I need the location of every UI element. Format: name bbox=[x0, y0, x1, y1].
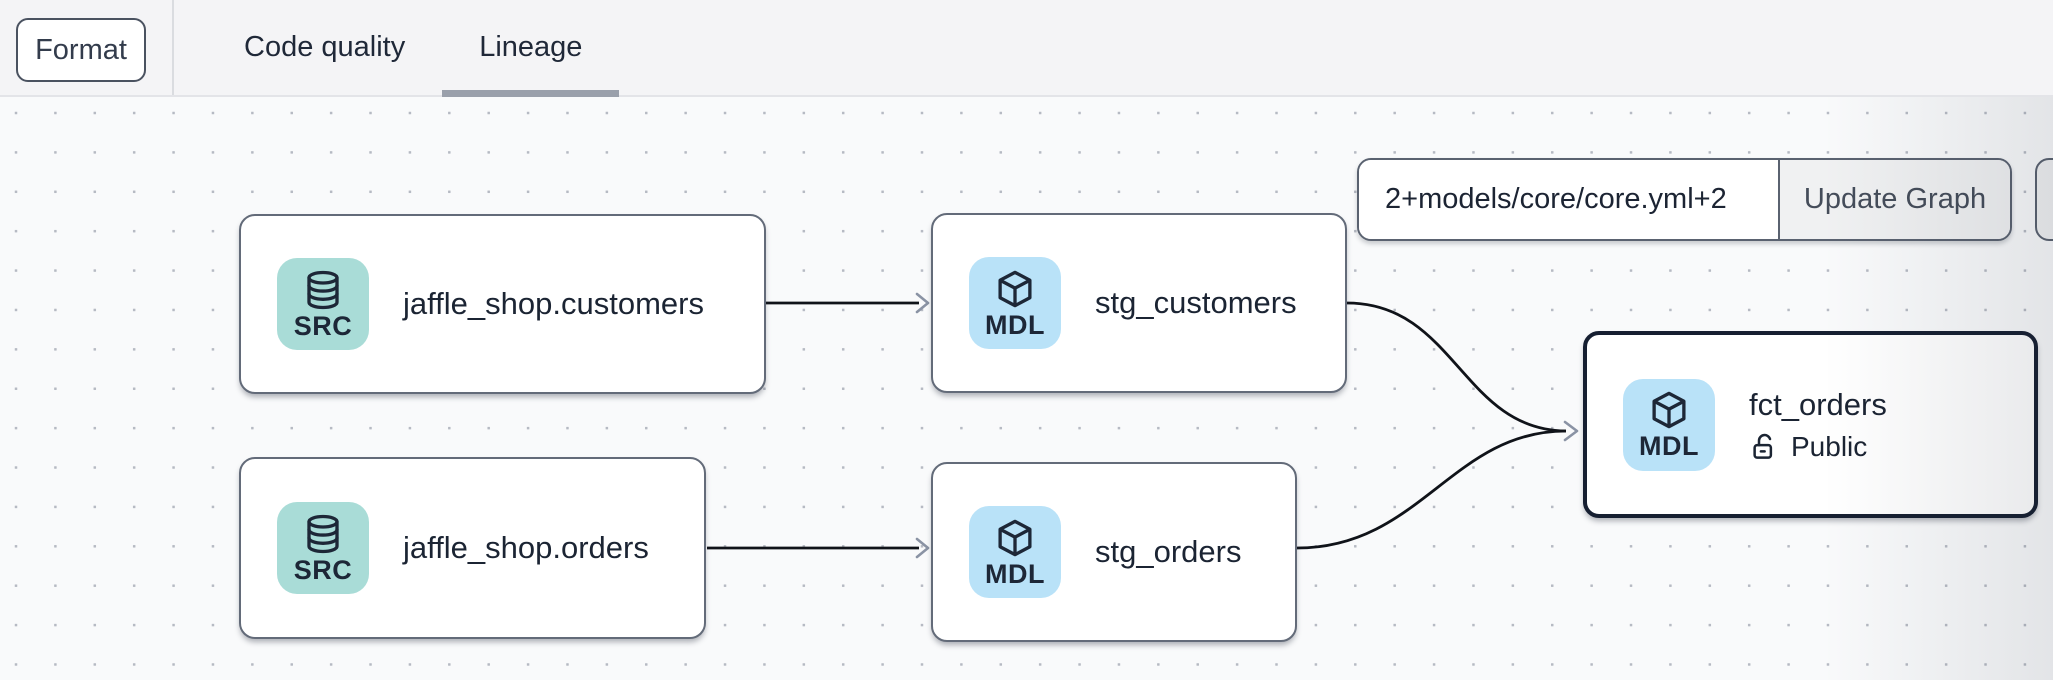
arrowhead-icon bbox=[1563, 420, 1579, 442]
lineage-node-jaffle-shop-customers[interactable]: SRC jaffle_shop.customers bbox=[239, 214, 766, 394]
lineage-canvas[interactable]: SRC jaffle_shop.customers MDL stg_custom… bbox=[0, 97, 2053, 680]
node-label: fct_orders bbox=[1749, 386, 1887, 422]
badge-label: MDL bbox=[985, 558, 1045, 589]
node-label: stg_customers bbox=[1095, 285, 1297, 320]
cube-icon bbox=[998, 519, 1032, 556]
partial-control[interactable] bbox=[2035, 158, 2053, 241]
model-badge: MDL bbox=[969, 257, 1061, 349]
lock-open-icon bbox=[1753, 433, 1773, 459]
lineage-node-stg-customers[interactable]: MDL stg_customers bbox=[931, 213, 1347, 393]
tab-bar: Code quality Lineage bbox=[207, 0, 620, 97]
lineage-node-jaffle-shop-orders[interactable]: SRC jaffle_shop.orders bbox=[239, 457, 706, 639]
edge-stg-orders-to-fct bbox=[1296, 429, 1567, 550]
edge-stg-customers-to-fct bbox=[1346, 301, 1567, 433]
node-label: jaffle_shop.customers bbox=[403, 286, 704, 321]
node-text: fct_orders Public bbox=[1749, 387, 1887, 463]
node-label: jaffle_shop.orders bbox=[403, 530, 649, 565]
lineage-node-fct-orders[interactable]: MDL fct_orders Public bbox=[1583, 331, 2038, 518]
model-badge: MDL bbox=[969, 506, 1061, 598]
database-icon bbox=[307, 270, 339, 309]
cube-icon bbox=[998, 270, 1032, 307]
badge-label: MDL bbox=[985, 309, 1045, 340]
tab-code-quality[interactable]: Code quality bbox=[244, 31, 406, 63]
update-graph-button[interactable]: Update Graph bbox=[1778, 160, 2010, 239]
toolbar: Format Code quality Lineage bbox=[0, 0, 2053, 97]
arrowhead-icon bbox=[915, 292, 930, 314]
badge-label: MDL bbox=[1639, 431, 1699, 461]
access-row: Public bbox=[1749, 431, 1887, 463]
format-button[interactable]: Format bbox=[16, 18, 146, 82]
toolbar-divider bbox=[172, 0, 174, 95]
access-label: Public bbox=[1791, 430, 1868, 462]
arrowhead-icon bbox=[915, 537, 930, 559]
source-badge: SRC bbox=[277, 258, 369, 350]
badge-label: SRC bbox=[293, 310, 353, 341]
database-icon bbox=[307, 514, 339, 553]
model-badge: MDL bbox=[1623, 378, 1715, 471]
node-label: stg_orders bbox=[1095, 534, 1242, 569]
badge-label: SRC bbox=[293, 554, 353, 585]
selector-input[interactable] bbox=[1359, 160, 1778, 239]
lineage-node-stg-orders[interactable]: MDL stg_orders bbox=[931, 462, 1297, 642]
tab-lineage[interactable]: Lineage bbox=[442, 0, 620, 97]
cube-icon bbox=[1652, 391, 1686, 429]
graph-controls: Update Graph bbox=[1357, 158, 2012, 241]
source-badge: SRC bbox=[277, 502, 369, 594]
